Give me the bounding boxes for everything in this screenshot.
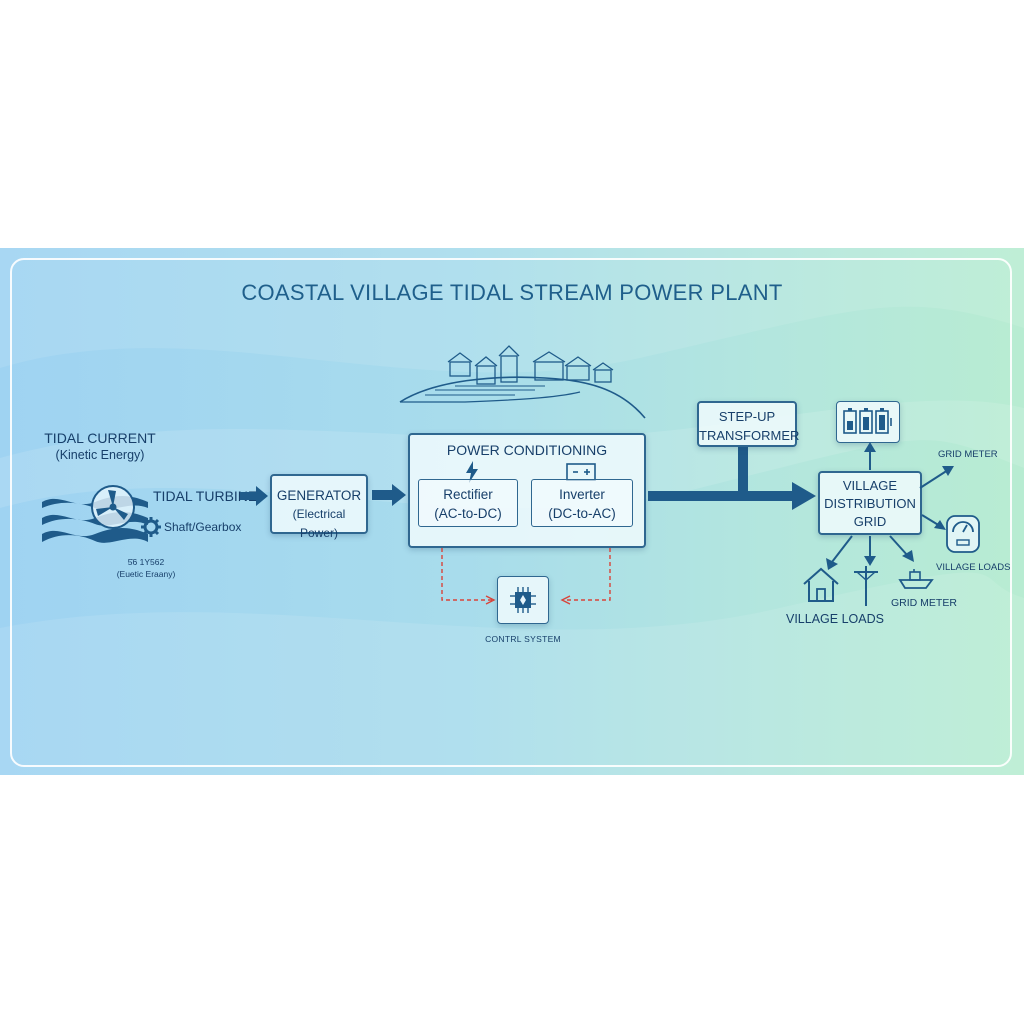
lightning-icon [466,461,478,483]
chip-icon [510,587,536,613]
control-system-box [497,576,549,624]
small-garbled-line2: (Euetic Eraany) [116,569,176,579]
gear-icon [141,517,161,537]
transformer-subtitle: TRANSFORMER [699,428,800,443]
battery-bank-icon [843,408,892,434]
inverter-title: Inverter [559,487,605,502]
village-loads-bottom-label: VILLAGE LOADS [786,612,884,626]
grid-output-arrows [826,442,954,570]
rectifier-subtitle: (AC-to-DC) [434,506,502,521]
diagram-title: COASTAL VILLAGE TIDAL STREAM POWER PLANT [241,280,783,305]
grid-line1: VILLAGE [842,478,898,493]
tidal-turbine-label: TIDAL TURBINE [153,488,258,504]
grid-line2: DISTRIBUTION [824,496,916,511]
rectifier-title: Rectifier [443,487,493,502]
boat-icon [898,569,934,589]
grid-meter-bottom-label: GRID METER [891,597,957,609]
inverter-subtitle: (DC-to-AC) [548,506,616,521]
control-links [441,548,611,605]
power-pole-icon [854,566,878,606]
arrow-generator-conditioning [372,484,406,506]
tidal-current-label: TIDAL CURRENT (Kinetic Energy) [40,430,160,462]
meter-icon [946,515,980,553]
small-garbled-line1: 5̄6 1Y562 [127,557,165,567]
transformer-title: STEP-UP [718,409,776,424]
inverter-box: Inverter (DC-to-AC) [531,479,633,527]
village-hill-icon [399,345,646,419]
power-conditioning-title: POWER CONDITIONING [446,442,608,458]
small-garbled-label: 5̄6 1Y562 (Euetic Eraany) [108,556,184,580]
turbine-icon [91,485,135,529]
house-icon [803,567,839,602]
village-distribution-grid-box: VILLAGE DISTRIBUTION GRID [818,471,922,535]
generator-subtitle: (Electrical Power) [292,507,346,540]
generator-box: GENERATOR (Electrical Power) [270,474,368,540]
grid-line3: GRID [853,514,887,529]
main-power-arrow [648,446,816,510]
grid-meter-top-label: GRID METER [938,449,998,460]
control-system-label: CONTRL SYSTEM [485,634,561,644]
generator-title: GENERATOR [276,488,362,503]
diagram-frame [10,258,1012,767]
arrow-turbine-generator [240,486,268,506]
rectifier-box: Rectifier (AC-to-DC) [418,479,518,527]
village-loads-right-label: VILLAGE LOADS [936,562,1011,573]
shaft-gearbox-label: Shaft/Gearbox [164,520,242,534]
tidal-current-subtitle: (Kinetic Energy) [55,448,145,462]
tidal-current-title: TIDAL CURRENT [44,430,156,446]
step-up-transformer-box: STEP-UP TRANSFORMER [697,401,800,447]
